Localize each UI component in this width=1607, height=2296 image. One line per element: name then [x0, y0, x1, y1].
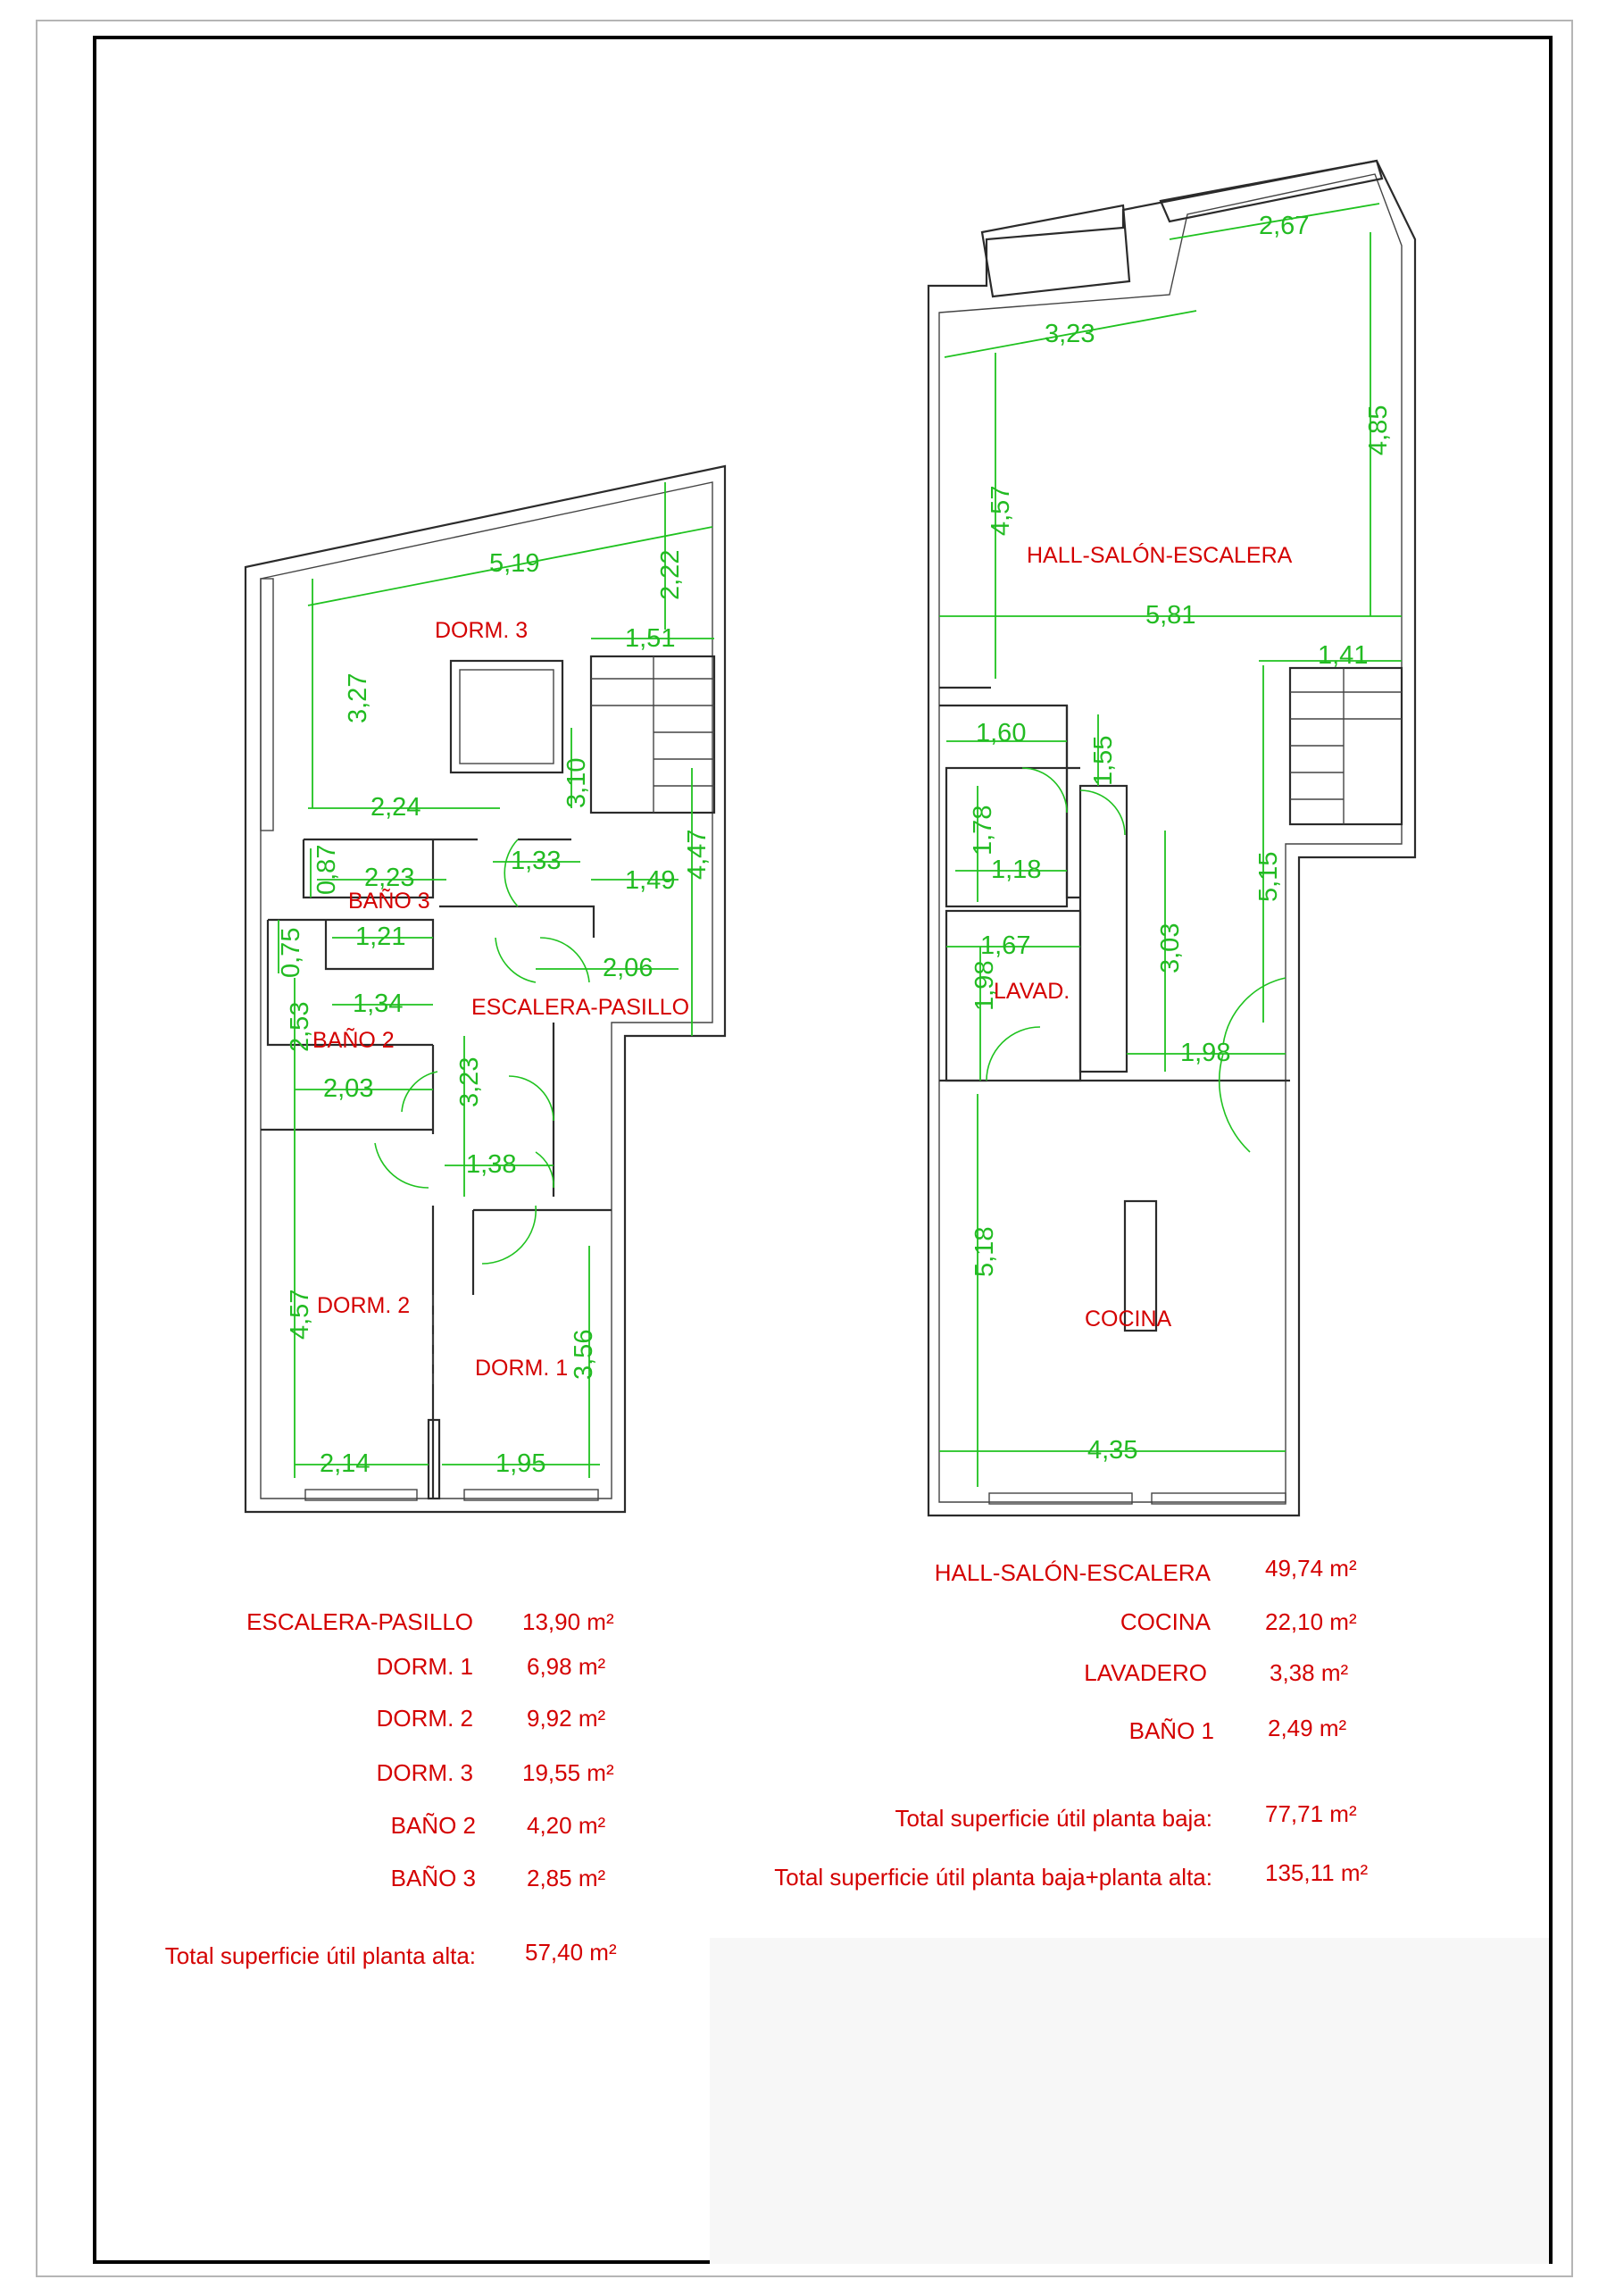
room-label-dorm3: DORM. 3	[435, 618, 528, 643]
dim-label: 5,19	[489, 549, 539, 578]
dim-label: 3,23	[1045, 320, 1095, 348]
dim-label: 3,27	[344, 673, 372, 723]
dim-label: 2,67	[1259, 212, 1309, 240]
dim-label: 5,15	[1254, 852, 1283, 902]
dim-label: 1,98	[1180, 1039, 1230, 1067]
dim-label: 1,67	[980, 931, 1030, 960]
dim-label: 1,95	[495, 1449, 545, 1478]
dim-label: 1,60	[976, 719, 1026, 747]
dim-label: 0,75	[277, 928, 305, 978]
dim-label: 1,78	[969, 806, 997, 856]
room-label-escalera-pasillo: ESCALERA-PASILLO	[471, 995, 689, 1020]
area-value: 19,55 m²	[522, 1759, 614, 1786]
dim-label: 3,23	[455, 1057, 484, 1107]
dim-label: 3,56	[570, 1330, 598, 1380]
area-label: BAÑO 2	[390, 1812, 476, 1839]
dim-label: 5,81	[1145, 601, 1195, 630]
area-value: 3,38 m²	[1270, 1659, 1349, 1686]
dim-label: 3,10	[562, 758, 591, 808]
dim-label: 1,34	[353, 989, 403, 1018]
area-label: LAVADERO	[1084, 1659, 1207, 1686]
kitchen-island	[1123, 1199, 1158, 1332]
area-value: 9,92 m²	[527, 1705, 606, 1732]
area-label: HALL-SALÓN-ESCALERA	[934, 1559, 1211, 1586]
dim-label: 4,35	[1087, 1436, 1137, 1465]
area-grand-total-label: Total superficie útil planta baja+planta…	[774, 1864, 1212, 1891]
upper-floor-outline	[244, 464, 727, 1514]
area-value: 6,98 m²	[527, 1653, 606, 1680]
area-total-label: Total superficie útil planta alta:	[164, 1942, 476, 1969]
plan-upper-floor	[244, 464, 727, 1514]
area-value: 22,10 m²	[1265, 1608, 1357, 1635]
room-label-dorm2: DORM. 2	[317, 1293, 410, 1318]
area-label: ESCALERA-PASILLO	[246, 1608, 473, 1635]
area-total-label: Total superficie útil planta baja:	[895, 1805, 1212, 1832]
area-value: 49,74 m²	[1265, 1555, 1357, 1582]
area-grand-total-value: 135,11 m²	[1265, 1859, 1369, 1886]
ground-floor-dimension-labels: 2,67 3,23 4,85 4,57 5,81 1,41 1,60 1,55 …	[969, 212, 1393, 1465]
room-label-lavad: LAVAD.	[994, 979, 1070, 1004]
area-label: DORM. 2	[376, 1705, 473, 1732]
area-label: DORM. 1	[376, 1653, 473, 1680]
dim-label: 3,03	[1156, 923, 1185, 973]
room-label-cocina: COCINA	[1085, 1307, 1172, 1332]
dim-label: 2,06	[603, 954, 653, 982]
area-value: 2,85 m²	[527, 1865, 606, 1891]
upper-floor-dimension-labels: 5,19 2,22 1,51 3,27 3,10 2,24 0,87 2,23 …	[277, 549, 712, 1478]
dim-label: 2,53	[286, 1002, 314, 1052]
room-label-bano3: BAÑO 3	[348, 888, 430, 914]
dim-label: 2,22	[656, 550, 685, 600]
dim-label: 1,41	[1318, 641, 1368, 670]
dim-label: 4,57	[286, 1290, 314, 1340]
dim-label: 4,47	[683, 830, 712, 880]
dim-label: 1,98	[970, 961, 999, 1011]
upper-floor-room-labels: DORM. 3 BAÑO 3 ESCALERA-PASILLO BAÑO 2 D…	[312, 618, 689, 1381]
dim-label: 1,55	[1089, 736, 1118, 786]
dim-label: 1,21	[355, 923, 405, 951]
dim-label: 4,85	[1364, 405, 1393, 455]
area-label: BAÑO 1	[1128, 1717, 1214, 1744]
dim-label: 0,87	[312, 845, 341, 895]
dim-label: 1,51	[625, 624, 675, 653]
balcony-left	[980, 204, 1131, 298]
dim-label: 4,57	[987, 486, 1015, 536]
plan-ground-floor	[927, 159, 1417, 1517]
area-label: BAÑO 3	[390, 1865, 476, 1891]
room-label-bano2: BAÑO 2	[312, 1027, 395, 1053]
ground-floor-outline	[927, 159, 1417, 1517]
scan-artifact	[710, 1938, 1549, 2264]
dim-label: 5,18	[970, 1227, 999, 1277]
dim-label: 2,23	[364, 864, 414, 892]
skylight	[449, 659, 564, 774]
area-value: 2,49 m²	[1268, 1715, 1347, 1741]
balcony-right	[1159, 159, 1384, 223]
ground-floor-room-labels: HALL-SALÓN-ESCALERA LAVAD. COCINA	[994, 542, 1293, 1332]
dim-label: 1,38	[466, 1150, 516, 1179]
room-label-dorm1: DORM. 1	[475, 1356, 568, 1381]
area-label: DORM. 3	[376, 1759, 473, 1786]
dim-label: 1,18	[991, 856, 1041, 884]
dim-label: 2,14	[320, 1449, 370, 1478]
area-total-value: 57,40 m²	[525, 1939, 617, 1966]
dim-label: 2,24	[371, 793, 420, 822]
room-label-hall-salon-escalera: HALL-SALÓN-ESCALERA	[1027, 542, 1293, 568]
dim-label: 1,33	[511, 847, 561, 875]
stair-upper	[589, 655, 716, 814]
area-total-value: 77,71 m²	[1265, 1800, 1357, 1827]
area-value: 4,20 m²	[527, 1812, 606, 1839]
dim-label: 1,49	[625, 866, 675, 895]
drawing-outer-border	[36, 20, 1573, 2277]
area-label: COCINA	[1120, 1608, 1211, 1635]
area-value: 13,90 m²	[522, 1608, 614, 1635]
dim-label: 2,03	[323, 1074, 373, 1103]
